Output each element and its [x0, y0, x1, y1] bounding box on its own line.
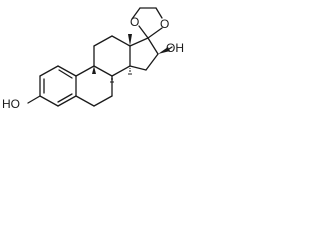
- label-phenol-oh: HO: [2, 97, 20, 109]
- bond: [93, 95, 113, 107]
- hydroxyl-bond: [168, 46, 173, 50]
- atom-labels: HO O O OH: [2, 15, 184, 109]
- bond: [57, 65, 77, 77]
- dioxolane-ring: [131, 7, 163, 39]
- bond: [75, 65, 95, 77]
- bond: [39, 65, 59, 77]
- bond: [39, 95, 59, 107]
- phenol-bond: [27, 95, 41, 104]
- bond: [147, 27, 163, 39]
- bond: [75, 95, 95, 107]
- steroid-structure-diagram: HO O O OH: [2, 7, 184, 109]
- bond: [129, 37, 149, 47]
- label-ring-o-top: O: [160, 17, 169, 31]
- bond: [129, 65, 147, 71]
- bond: [111, 35, 131, 47]
- wedge-h9: [92, 66, 96, 74]
- label-hydroxyl: OH: [166, 41, 184, 55]
- bond: [155, 7, 163, 19]
- double-bond-inner: [58, 69, 73, 79]
- bond: [57, 95, 77, 107]
- ring-b: [75, 65, 113, 107]
- ring-a-aromatic: [39, 65, 77, 107]
- bond: [145, 53, 159, 71]
- bond: [147, 37, 159, 55]
- bond: [93, 65, 113, 77]
- ring-c: [93, 35, 131, 77]
- bond: [93, 35, 113, 47]
- bond: [111, 65, 131, 77]
- methyl-wedge: [128, 34, 132, 46]
- double-bond-inner: [57, 93, 73, 103]
- ring-d: [129, 37, 159, 71]
- bond: [138, 25, 149, 39]
- stereo-bonds: [92, 34, 170, 83]
- hydroxyl-wedge: [158, 47, 170, 54]
- bond: [131, 7, 141, 20]
- label-ring-o-left: O: [130, 15, 139, 29]
